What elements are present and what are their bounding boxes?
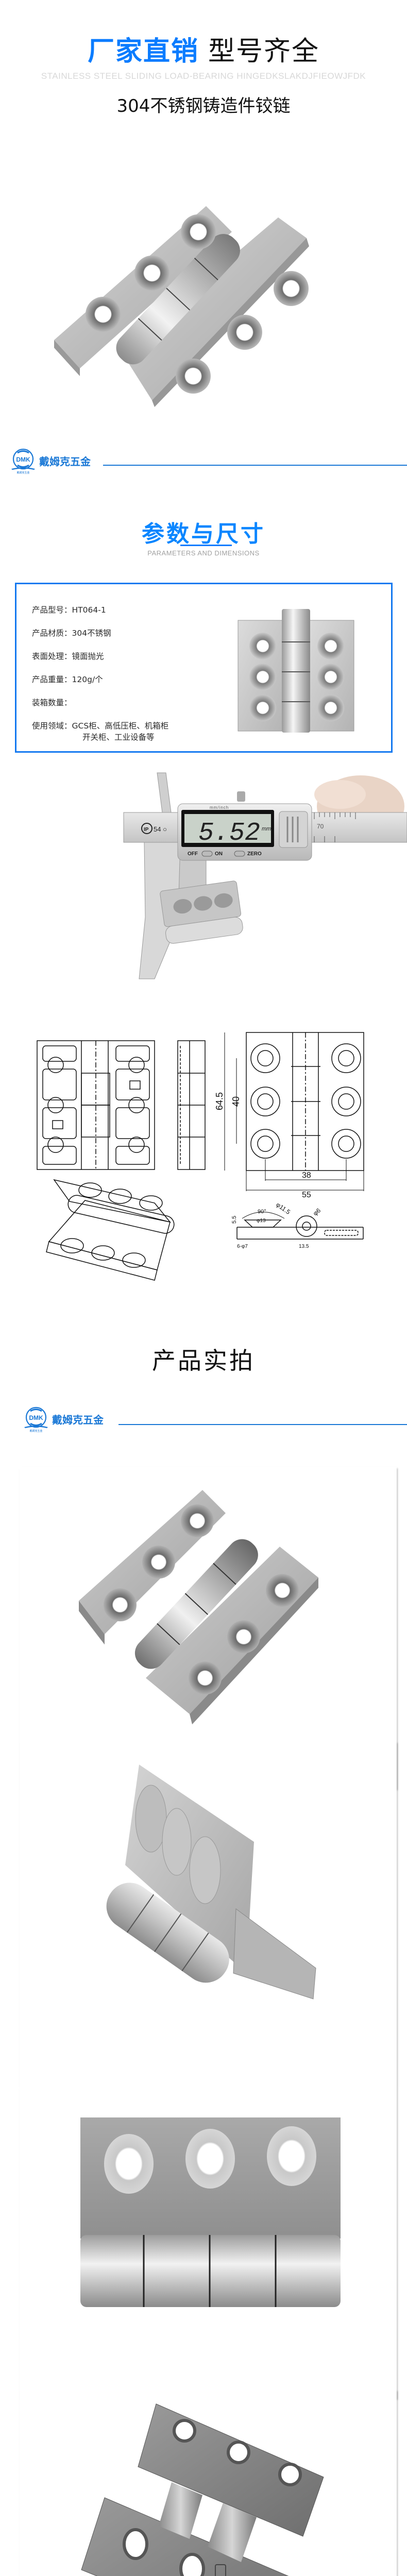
svg-text:戴姆克五金: 戴姆克五金 [16, 471, 29, 474]
parameters-title: 参数与尺寸 [142, 521, 265, 547]
svg-text:DMK: DMK [16, 456, 30, 463]
hinge-back-photo-icon [81, 2403, 324, 2576]
spec-row-packing: 装箱数量： [32, 691, 168, 715]
dmk-logo-icon: DMK 戴姆克五金 [11, 448, 35, 474]
dim-thickness: 5.5 [231, 1216, 238, 1224]
product-photo-back [20, 2389, 397, 2576]
spec-value: 304不锈钢 [72, 629, 111, 638]
spec-value: GCS柜、高低压柜、机箱柜 [72, 721, 169, 731]
spec-label: 表面处理： [32, 652, 72, 661]
spec-value: HT064-1 [72, 605, 106, 615]
spec-row-finish: 表面处理：镜面抛光 [32, 645, 168, 668]
brand-name: 戴姆克五金 [39, 455, 91, 468]
brand-divider [103, 465, 407, 466]
dim-countersink-angle: 90° [258, 1209, 266, 1215]
spec-label: 产品型号： [32, 605, 72, 615]
spec-label: 装箱数量： [32, 698, 72, 707]
dmk-logo-icon: DMK 戴姆克五金 [24, 1406, 48, 1432]
dim-holes: 6-φ7 [237, 1244, 248, 1249]
svg-text:戴姆克五金: 戴姆克五金 [29, 1429, 42, 1432]
spec-box: 产品型号：HT064-1 产品材质：304不锈钢 表面处理：镜面抛光 产品重量：… [15, 583, 393, 753]
product-photo-top [20, 1467, 397, 1789]
dim-countersink-diameter: φ13 [257, 1218, 266, 1224]
hinge-front-photo-icon [238, 609, 354, 733]
svg-text:IP: IP [144, 827, 149, 833]
hero-title: 厂家直销型号齐全 [0, 35, 407, 68]
zero-label: ZERO [247, 851, 262, 857]
hero-subtitle-en: STAINLESS STEEL SLIDING LOAD-BEARING HIN… [41, 71, 366, 81]
dim-offset: 13.5 [299, 1244, 309, 1249]
caliper-reading: 5.52 [198, 819, 260, 848]
dim-width-total: 55 [302, 1191, 311, 1199]
hinge-photo-icon [54, 206, 309, 407]
brand-bar: DMK 戴姆克五金 戴姆克五金 [10, 448, 407, 474]
spec-row-weight: 产品重量：120g/个 [32, 668, 168, 691]
hero-product-photo [49, 191, 348, 407]
spec-label: 使用领域： [32, 721, 72, 731]
dim-hole-spacing-horizontal: 38 [302, 1171, 311, 1180]
hinge-top-photo-icon [79, 1490, 318, 1724]
product-photo-front [20, 2087, 397, 2398]
caliper-icon: 70 IP 54 ○ 5.52 mm mm/inch OFF ON ZERO [123, 772, 407, 979]
technical-drawing: 64.5 40 38 55 φ11.5 φ6 90° φ13 5.5 6-φ7 … [0, 1010, 407, 1303]
hero-title-rest: 型号齐全 [208, 36, 320, 67]
spec-list: 产品型号：HT064-1 产品材质：304不锈钢 表面处理：镜面抛光 产品重量：… [32, 599, 168, 738]
dim-knuckle-diameter: φ11.5 [275, 1201, 292, 1216]
dim-height-total: 64.5 [214, 1092, 225, 1110]
spec-value: 120g/个 [72, 675, 103, 684]
scale-mark: 70 [317, 823, 324, 830]
spec-row-material: 产品材质：304不锈钢 [32, 622, 168, 645]
spec-row-application: 使用领域：GCS柜、高低压柜、机箱柜 [32, 715, 168, 738]
spec-label: 产品重量： [32, 675, 72, 684]
brand-name: 戴姆克五金 [52, 1414, 104, 1426]
hero-title-highlight: 厂家直销 [87, 36, 199, 67]
hinge-front-closeup-photo-icon [80, 2117, 341, 2307]
product-name: 304不锈钢铸造件铰链 [116, 96, 291, 116]
hinge-angled-photo-icon [106, 1765, 316, 1999]
parameters-title-underline [180, 545, 232, 546]
spec-label: 产品材质： [32, 629, 72, 638]
brand-bar: DMK 戴姆克五金 戴姆克五金 [23, 1406, 407, 1432]
caliper-unit: mm [262, 826, 271, 832]
spec-row-model: 产品型号：HT064-1 [32, 599, 168, 622]
product-photo-angled [20, 1741, 397, 2087]
off-label: OFF [188, 851, 198, 857]
brand-divider [118, 1424, 407, 1425]
svg-text:54 ○: 54 ○ [154, 825, 167, 833]
svg-text:DMK: DMK [29, 1414, 43, 1421]
photos-title: 产品实拍 [152, 1347, 255, 1375]
dim-pin-diameter: φ6 [312, 1207, 322, 1217]
dim-hole-spacing-vertical: 40 [231, 1096, 241, 1107]
caliper-measurement-photo: 70 IP 54 ○ 5.52 mm mm/inch OFF ON ZERO [0, 762, 407, 999]
spec-application-continued: 开关柜、工业设备等 [82, 733, 155, 742]
parameters-subtitle-en: PARAMETERS AND DIMENSIONS [147, 549, 260, 557]
on-label: ON [215, 851, 223, 857]
spec-value: 镜面抛光 [72, 652, 104, 661]
mode-label: mm/inch [210, 805, 229, 810]
hinge-blueprint-icon: 64.5 40 38 55 φ11.5 φ6 90° φ13 5.5 6-φ7 … [37, 1032, 364, 1281]
